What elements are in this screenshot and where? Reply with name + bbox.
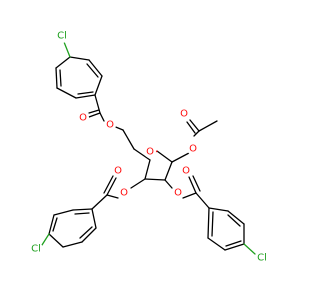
bond [243,243,256,255]
bond [72,208,93,211]
bond [193,130,200,137]
atom-c3-ester-oxygen: O [120,188,128,199]
bond [79,226,93,239]
bond [164,161,173,181]
bond [86,63,99,78]
bond [227,214,241,227]
atom-acetyl-ester-oxygen: O [189,144,197,155]
bond [63,41,71,58]
bond [53,209,74,216]
bond [207,207,210,239]
bond [144,178,166,181]
bond [144,159,151,180]
bond [171,152,190,163]
bond [198,120,218,132]
bond [81,227,97,243]
bond [94,75,103,96]
bond [52,217,58,232]
bond [99,112,105,122]
atom-ch2-carbonyl-oxygen: O [79,113,87,124]
bond [88,112,101,118]
bond [91,194,108,210]
bond [77,91,94,95]
bond [182,192,197,199]
bond [103,175,114,194]
atom-chlorine-bottom-left: Cl [31,244,41,255]
bond [55,67,58,89]
bond [195,192,210,209]
atom-chlorine-top: Cl [57,31,67,42]
atom-ch2-ester-oxygen: O [106,120,114,131]
bond [130,178,146,189]
bond [227,210,245,225]
bond [41,233,50,246]
bond [186,121,196,134]
bond [225,240,242,247]
bond [188,176,197,194]
bond [48,214,55,235]
bond [207,237,226,251]
bond [208,207,229,212]
bond [69,56,90,61]
bond [133,148,151,161]
atom-acetyl-carbonyl-oxygen: O [180,109,188,120]
bond [189,119,200,132]
bond [224,243,245,251]
atom-labels: O O O O O O O O O Cl Cl Cl [29,29,269,265]
bond [62,241,83,248]
atom-c2-carbonyl-oxygen: O [182,166,190,177]
atom-c2-ester-oxygen: O [174,188,182,199]
bond [122,129,135,150]
bond [88,109,100,114]
bond [55,56,71,69]
bond [48,233,64,248]
atom-chlorine-bottom-right: Cl [257,253,267,264]
bond [56,87,77,99]
bond [94,94,101,114]
bond [164,179,173,189]
bond [211,211,214,237]
bond [91,208,97,229]
bond [156,150,173,163]
bond [75,94,96,99]
molecule-diagram: O O O O O O O O O Cl Cl Cl [29,29,269,265]
bond [88,59,103,77]
bond [192,175,201,192]
atom-ring-oxygen: O [146,147,154,158]
bond [59,69,62,87]
bond [74,212,90,215]
bond [106,194,119,199]
bond [106,177,117,196]
atom-c3-carbonyl-oxygen: O [114,166,122,177]
